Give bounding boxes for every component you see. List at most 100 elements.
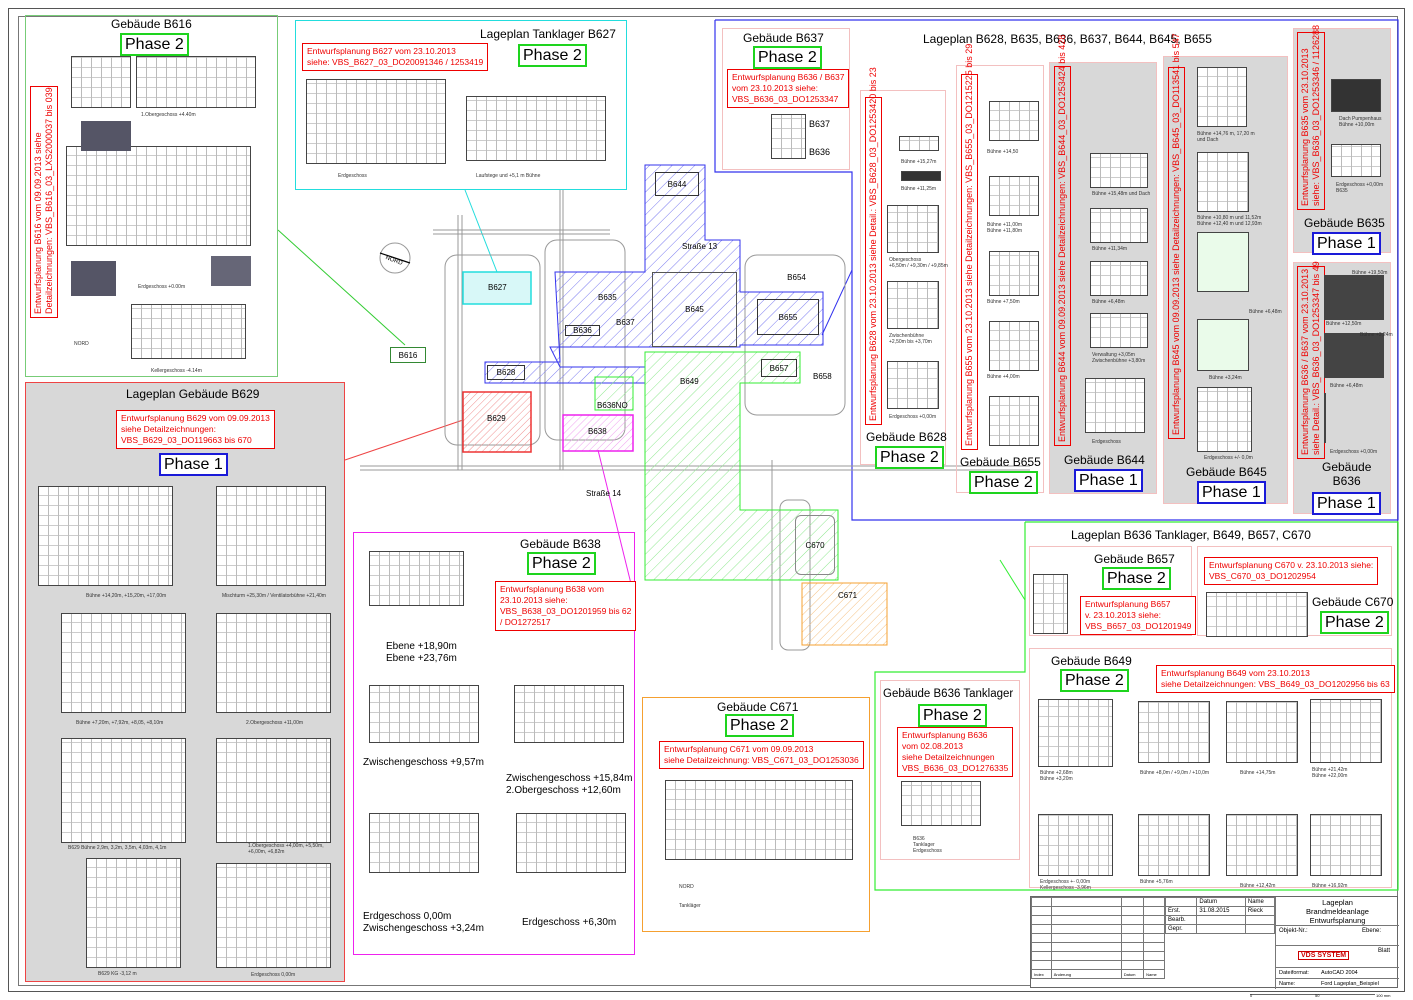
panel-title: Gebäude B638 [520,537,601,551]
panel-b637: Gebäude B637 Phase 2 Entwurfsplanung B63… [722,28,850,170]
site-building-b649[interactable]: B649 [680,377,699,386]
floor-plan [887,205,939,253]
panel-title: Gebäude B636 Tanklager [883,688,1014,700]
panel-title: Gebäude B628 [866,430,947,444]
panel-b627: Lageplan Tanklager B627 Phase 2 Entwurfs… [295,20,627,190]
site-building-b636no[interactable]: B636NO [597,401,628,410]
floor-caption: Tankläger [679,903,701,909]
site-building-b658[interactable]: B658 [813,372,832,381]
floor-plan [66,146,251,246]
site-building-b636[interactable]: B636 [565,325,600,336]
floor-plan [1090,261,1148,296]
floor-caption: Bühne +11,34m [1092,246,1128,252]
blatt-label: Blatt [1378,948,1391,954]
phase-badge: Phase 1 [1312,232,1381,255]
floor-caption: B636 Tanklager Erdgeschoss [913,836,942,854]
floor-plan [38,486,173,586]
group2-site-area [644,351,839,581]
site-building-c670[interactable]: C670 [795,515,835,575]
panel-b638: Gebäude B638 Phase 2 Entwurfsplanung B63… [353,532,637,955]
floor-plan [665,780,853,860]
drawing-frame [8,8,1405,992]
site-building-b638[interactable]: B638 [588,427,607,436]
filename-row: Name: Ford Lageplan_Beispiel [1276,978,1399,989]
header-datum: Datum [1196,897,1246,907]
scale-100: 100 mm [1376,993,1391,998]
floor-plan [1085,378,1145,433]
floor-plan [1090,313,1148,348]
floor-plan [86,858,181,968]
floor-caption: Bühne +16,92m [1312,883,1348,889]
filename-label: Name: [1279,981,1296,987]
panel-b636-tanklager: Gebäude B636 Tanklager Phase 2 Entwurfsp… [880,680,1020,860]
photo [81,121,131,151]
floor-caption: Bühne +14,20m, +15,20m, +17,00m [86,593,167,599]
site-building-b628[interactable]: B628 [487,365,525,380]
site-building-b657[interactable]: B657 [761,359,797,377]
floor-caption: B629 KG -3,12 m [98,971,137,977]
floor-plan [989,321,1039,371]
floor-caption: Bühne +7,20m, +7,92m, +8,05, +8,10m [76,720,164,726]
panel-title: Gebäude B657 [1094,552,1175,566]
floor-caption: Erdgeschoss 0,00m Zwischengeschoss +3,24… [363,911,484,934]
site-building-b655[interactable]: B655 [757,299,819,335]
floor-plan [1197,232,1249,292]
floor-plan [1038,699,1113,767]
north-label: NORD [679,884,694,890]
objekt-label: Objekt-Nr.: [1279,928,1308,934]
floor-plan [61,613,186,713]
floor-plan [1197,152,1249,212]
site-building-b627[interactable]: B627 [488,283,507,292]
site-building-b637[interactable]: B637 [616,318,635,327]
floor-caption: Bühne +4,00m [987,374,1020,380]
site-building-b635[interactable]: B635 [598,293,617,302]
site-building-b654[interactable]: B654 [787,272,806,282]
floor-plan [887,281,939,329]
site-building-b629[interactable]: B629 [487,414,506,423]
col-index: Index [1031,969,1052,979]
floor-plan [1090,208,1148,243]
floor-caption: Bühne +21,42m Bühne +22,00m [1312,767,1348,779]
panel-c670: Entwurfsplanung C670 v. 23.10.2013 siehe… [1197,546,1393,637]
floor-caption: Laufstege und +5,1 m Bühne [476,173,541,179]
panel-title: Gebäude B649 [1051,654,1132,668]
floor-plan [71,56,131,108]
floor-caption: Bühne +2,68m Bühne +3,20m [1040,770,1073,782]
group1-title: Lageplan B628, B635, B636, B637, B644, B… [923,32,1212,46]
photo [71,261,116,296]
group2-title: Lageplan B636 Tanklager, B649, B657, C67… [1071,528,1311,542]
floor-plan [131,304,246,359]
planning-note: Entwurfsplanung B616 vom 09.09.2013 sieh… [30,86,58,318]
floor-caption: Bühne +11,25m [901,186,937,192]
floor-plan [1331,144,1381,177]
phase-badge: Phase 2 [725,714,794,737]
floor-caption: B629 Bühne 2,9m, 3,2m, 3,5m, 4,03m, 4,1m [68,845,167,851]
panel-b636: Entwurfsplanung B636 / B637 vom 23.10.20… [1293,261,1393,515]
logo-row: VDS SYSTEM Blatt [1276,945,1399,967]
floor-caption: Bühne +14,75m [1240,770,1276,776]
floor-caption: Erdgeschoss +0,00m [1330,449,1378,455]
floor-plan [1197,319,1249,371]
floor-caption: Bühne +6,48m [1249,309,1282,315]
floor-plan [989,396,1039,446]
floor-plan [369,685,479,743]
site-building-b645[interactable]: B645 [652,272,737,347]
floor-plan [771,114,806,159]
phase-badge: Phase 1 [1197,481,1266,504]
panel-b657: Gebäude B657 Phase 2 Entwurfsplanung B65… [1029,546,1197,636]
floor-plan [514,685,624,743]
planning-note: Entwurfsplanung B638 vom 23.10.2013 sieh… [495,581,637,631]
site-building-b616[interactable]: B616 [390,347,426,363]
site-building-b644[interactable]: B644 [655,172,699,196]
floor-caption: Erdgeschoss +6,30m [522,917,617,928]
site-building-c671[interactable]: C671 [838,591,858,600]
floor-plan [61,738,186,843]
floor-caption: Erdgeschoss 0,00m [251,972,296,978]
col-name: Name [1143,969,1165,979]
floor-plan [1331,79,1381,112]
floor-caption: Zwischengeschoss +15,84m 2.Obergeschoss … [506,773,633,796]
floor-plan [1138,814,1210,876]
floor-caption: Dach Pumpenhaus Bühne +10,00m [1339,116,1382,128]
floor-plan [369,813,479,873]
